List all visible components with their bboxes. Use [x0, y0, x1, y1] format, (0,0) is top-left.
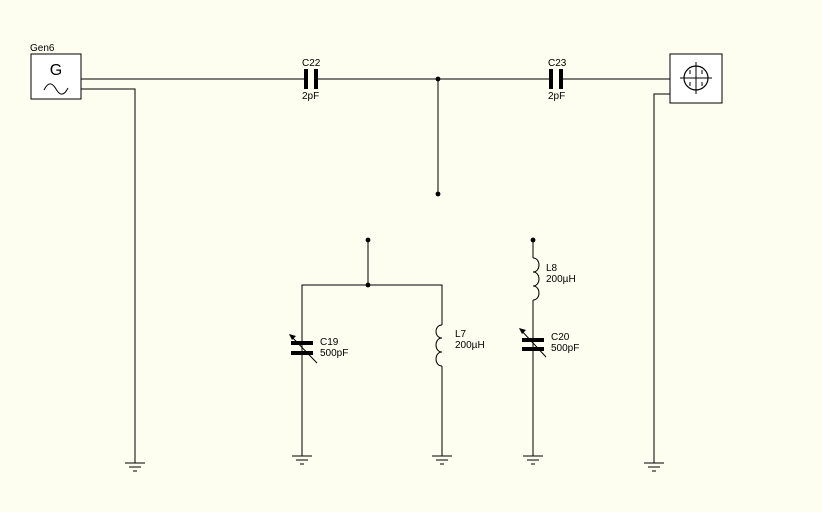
terminal-dot[interactable] — [530, 237, 536, 243]
generator-box — [30, 53, 82, 100]
capacitor-c22[interactable]: C22 2pF — [302, 58, 321, 102]
c19-value: 500pF — [320, 348, 348, 359]
arrowhead-icon — [519, 328, 526, 334]
capacitor-plate — [549, 69, 553, 89]
wire-probe-ground — [653, 93, 670, 463]
wire-tank-rail — [301, 284, 443, 456]
probe-meter[interactable] — [669, 53, 723, 104]
c19-name: C19 — [320, 337, 339, 348]
inductor-l7[interactable]: L7 200µH — [435, 324, 485, 367]
generator-symbol: G — [50, 62, 62, 79]
capacitor-c23[interactable]: C23 2pF — [548, 58, 567, 102]
wires — [81, 78, 670, 463]
capacitor-plate — [522, 338, 544, 342]
terminal-dot[interactable] — [365, 237, 371, 243]
terminal-dot[interactable] — [435, 191, 441, 197]
l8-name: L8 — [546, 263, 558, 274]
ground-symbols — [125, 455, 664, 472]
capacitor-plate — [314, 69, 318, 89]
variable-capacitor-c19[interactable]: C19 500pF — [289, 334, 348, 364]
ground-icon — [125, 462, 145, 472]
ground-icon — [292, 455, 312, 465]
sine-wave-icon — [43, 83, 69, 95]
ground-icon — [523, 455, 543, 465]
inductor-coil-icon — [532, 257, 540, 301]
junction-dot — [435, 76, 441, 82]
capacitor-plate — [304, 69, 308, 89]
junction-dot — [365, 282, 371, 288]
ground-icon — [432, 455, 452, 465]
l7-value: 200µH — [455, 340, 485, 351]
l7-name: L7 — [455, 329, 467, 340]
c20-value: 500pF — [551, 343, 579, 354]
arrowhead-icon — [289, 334, 296, 340]
capacitor-plate — [522, 347, 544, 351]
ground-icon — [644, 462, 664, 472]
capacitor-plate — [559, 69, 563, 89]
junction-dots — [365, 76, 536, 288]
inductor-coil-icon — [435, 324, 443, 367]
variable-capacitor-c20[interactable]: C20 500pF — [519, 328, 579, 358]
wire-gen-ground — [81, 88, 136, 463]
capacitor-plate — [291, 351, 313, 355]
c22-value: 2pF — [302, 91, 319, 102]
inductor-l8[interactable]: L8 200µH — [532, 257, 576, 301]
c23-value: 2pF — [548, 91, 565, 102]
c20-name: C20 — [551, 332, 570, 343]
generator-gen6[interactable]: Gen6 G — [30, 43, 82, 100]
variable-arrow-icon — [289, 334, 318, 364]
generator-label: Gen6 — [30, 43, 55, 54]
l8-value: 200µH — [546, 274, 576, 285]
c23-name: C23 — [548, 58, 567, 69]
c22-name: C22 — [302, 58, 321, 69]
variable-arrow-icon — [519, 328, 547, 358]
capacitor-plate — [291, 341, 313, 345]
